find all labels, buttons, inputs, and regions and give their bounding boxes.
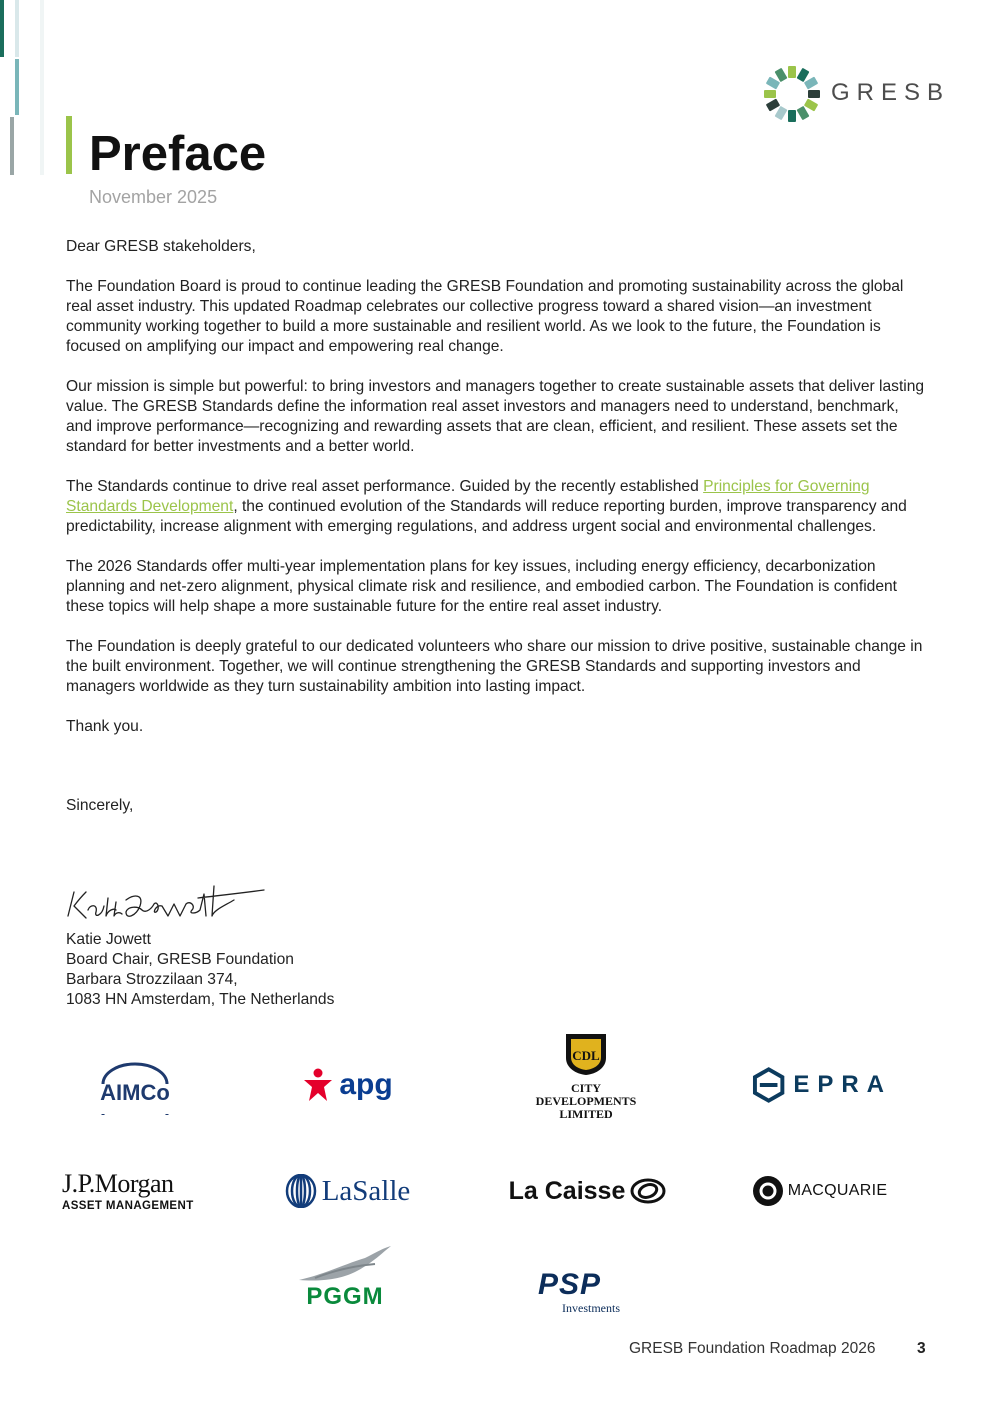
letter-thanks: Thank you. bbox=[66, 718, 144, 735]
apg-figure-icon bbox=[304, 1068, 333, 1101]
corner-decoration bbox=[0, 0, 44, 175]
sponsor-logos: AIMCo apg CDL City Developments Limited … bbox=[0, 1030, 992, 1330]
lacaisse-rings-icon bbox=[630, 1178, 666, 1204]
page-title: Preface bbox=[89, 127, 267, 181]
cdl-emblem-text: CDL bbox=[572, 1048, 600, 1063]
cdl-emblem-icon: CDL bbox=[566, 1034, 606, 1075]
macquarie-circle-icon bbox=[752, 1176, 783, 1206]
gresb-logo-text: GRESB bbox=[831, 79, 951, 106]
aimco-arc-icon bbox=[101, 1062, 169, 1115]
lasalle-text: LaSalle bbox=[321, 1174, 411, 1207]
signer-address-line-1: Barbara Strozzilaan 374, bbox=[66, 971, 238, 988]
macquarie-logo: MACQUARIE bbox=[742, 1170, 897, 1212]
cdl-logo: CDL City Developments Limited bbox=[530, 1032, 642, 1127]
jpmorgan-text: J.P.Morgan bbox=[62, 1169, 174, 1198]
signer-role: Board Chair, GRESB Foundation bbox=[66, 951, 294, 968]
lasalle-globe-icon bbox=[285, 1174, 316, 1208]
epra-logo: EPRA bbox=[752, 1065, 892, 1105]
macquarie-text: MACQUARIE bbox=[787, 1182, 888, 1199]
letter-closing: Sincerely, bbox=[66, 797, 134, 814]
lacaisse-text: La Caisse bbox=[508, 1176, 626, 1205]
epra-text: EPRA bbox=[793, 1071, 892, 1098]
gresb-logo: GRESB bbox=[763, 63, 943, 125]
psp-subtext: Investments bbox=[562, 1300, 620, 1315]
cdl-line-2: Developments bbox=[535, 1094, 637, 1108]
letter-paragraph-5: The Foundation is deeply grateful to our… bbox=[66, 638, 923, 695]
pggm-text: PGGM bbox=[306, 1283, 384, 1310]
page-number: 3 bbox=[917, 1340, 926, 1357]
aimco-text: AIMCo bbox=[100, 1079, 170, 1105]
letter-paragraph-4: The 2026 Standards offer multi-year impl… bbox=[66, 558, 898, 615]
footer-title: GRESB Foundation Roadmap 2026 bbox=[629, 1340, 876, 1357]
letter-paragraph-2: Our mission is simple but powerful: to b… bbox=[66, 378, 925, 455]
signer-name: Katie Jowett bbox=[66, 931, 151, 948]
paragraph-3-intro: The Standards continue to drive real ass… bbox=[66, 478, 704, 495]
paragraph-3-rest: , the continued evolution of the Standar… bbox=[66, 498, 907, 535]
pggm-logo: PGGM bbox=[290, 1235, 400, 1310]
psp-text: PSP bbox=[538, 1267, 602, 1301]
apg-logo: apg bbox=[292, 1065, 402, 1105]
signer-block: Katie Jowett Board Chair, GRESB Foundati… bbox=[66, 930, 334, 1010]
jpmorgan-subtext: ASSET MANAGEMENT bbox=[62, 1200, 194, 1212]
epra-hexagon-icon bbox=[752, 1067, 785, 1103]
psp-logo: PSP Investments bbox=[538, 1267, 638, 1317]
letter-body: Dear GRESB stakeholders, The Foundation … bbox=[66, 237, 926, 757]
jpmorgan-logo: J.P.Morgan ASSET MANAGEMENT bbox=[62, 1167, 194, 1215]
letter-paragraph-1: The Foundation Board is proud to continu… bbox=[66, 278, 904, 355]
gresb-logo-mark-icon bbox=[764, 66, 820, 122]
cdl-line-3: Limited bbox=[559, 1107, 613, 1121]
title-accent-bar bbox=[66, 116, 72, 174]
signature-image bbox=[67, 885, 265, 919]
letter-greeting: Dear GRESB stakeholders, bbox=[66, 238, 256, 255]
apg-text: apg bbox=[339, 1068, 393, 1101]
pggm-bird-icon bbox=[299, 1246, 391, 1281]
cdl-line-1: City bbox=[570, 1081, 601, 1095]
principles-link[interactable]: Principles for Governing Standards Devel… bbox=[66, 478, 870, 515]
lasalle-logo: LaSalle bbox=[275, 1170, 420, 1212]
signer-address-line-2: 1083 HN Amsterdam, The Netherlands bbox=[66, 991, 335, 1008]
lacaisse-logo: La Caisse bbox=[508, 1170, 668, 1212]
page-date: November 2025 bbox=[89, 187, 218, 207]
aimco-logo: AIMCo bbox=[85, 1060, 185, 1115]
letter-paragraph-3: The Standards continue to drive real ass… bbox=[66, 477, 926, 537]
